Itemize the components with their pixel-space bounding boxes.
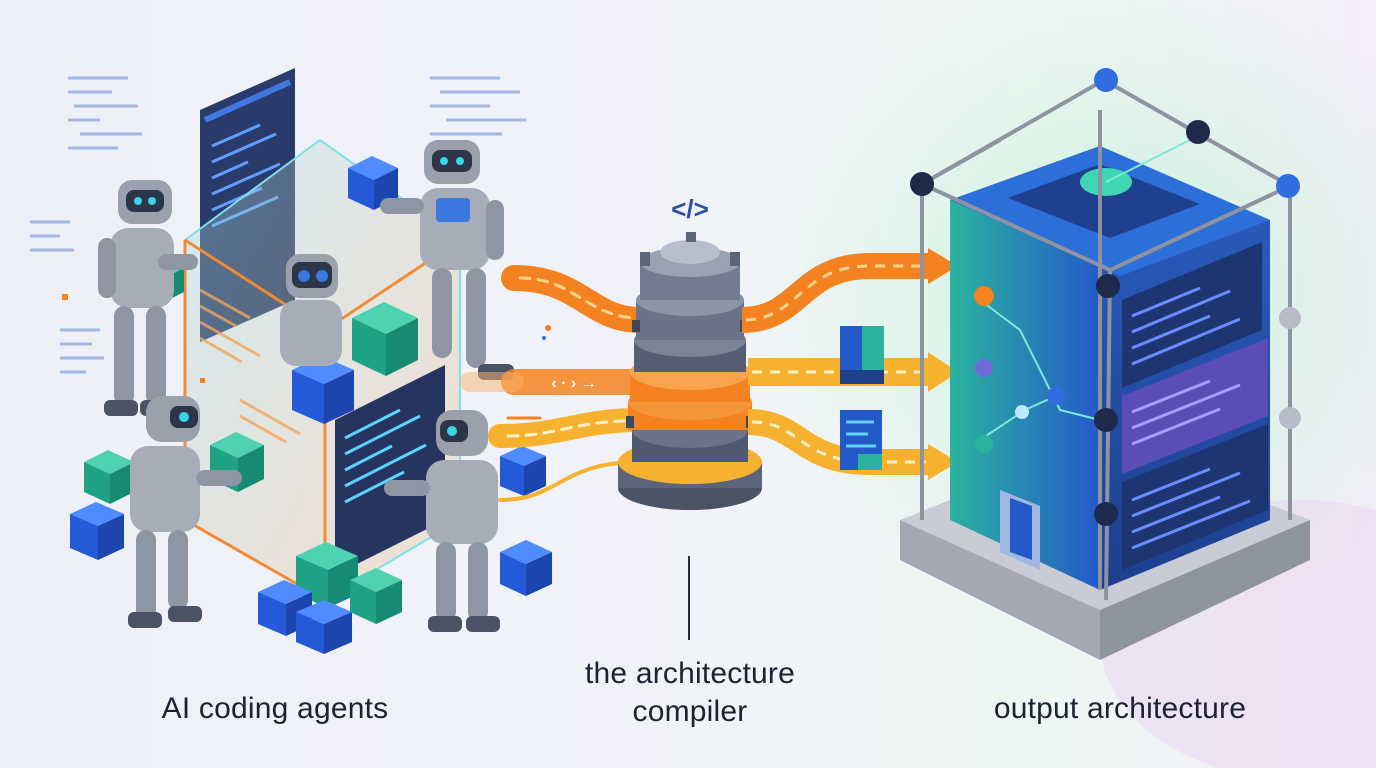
flow-arrowheads: [928, 248, 958, 480]
cube-blue-5: [70, 502, 124, 560]
architecture-tower: [900, 68, 1310, 660]
cube-blue-6: [500, 446, 546, 496]
caption-output-architecture: output architecture: [993, 692, 1247, 725]
input-flow-ribbons: [460, 265, 653, 502]
cube-teal-5: [84, 450, 134, 504]
floating-code-lines: [30, 76, 526, 374]
spark-dots: [62, 294, 551, 383]
code-panel-front: [335, 365, 445, 575]
robot-agent-bottom-right: [384, 410, 500, 632]
compiler-scene: </> ‹ · › →: [460, 194, 958, 510]
cube-teal-4: [350, 568, 402, 624]
code-arrow-icon: ‹ · › →: [551, 375, 596, 392]
cube-blue-7: [500, 540, 552, 596]
caption-ai-coding-agents: AI coding agents: [161, 692, 389, 725]
caption-compiler-line2: compiler: [632, 695, 748, 728]
data-block-2: [840, 410, 882, 470]
server-panel-1: [1122, 242, 1262, 388]
code-brackets-icon: </>: [671, 194, 709, 224]
caption-divider-line: [688, 556, 690, 640]
caption-compiler-line1: the architecture: [585, 657, 795, 690]
cube-blue-4: [296, 600, 352, 654]
robot-agent-top-left: [98, 180, 198, 416]
agents-scene: [30, 68, 552, 654]
data-block-1: [840, 326, 884, 384]
robot-agent-top-right: [380, 140, 514, 380]
server-panel-3: [1122, 424, 1268, 570]
server-panel-2: [1122, 338, 1268, 474]
gear-stack: [618, 232, 762, 510]
cube-teal-1: [352, 302, 418, 376]
caption-architecture-compiler: the architecture compiler: [520, 655, 860, 731]
robot-agent-bottom-left: [128, 396, 242, 628]
cube-blue-2: [292, 356, 354, 424]
scaffold-nodes: [910, 68, 1301, 526]
robot-agent-center: [280, 254, 342, 366]
